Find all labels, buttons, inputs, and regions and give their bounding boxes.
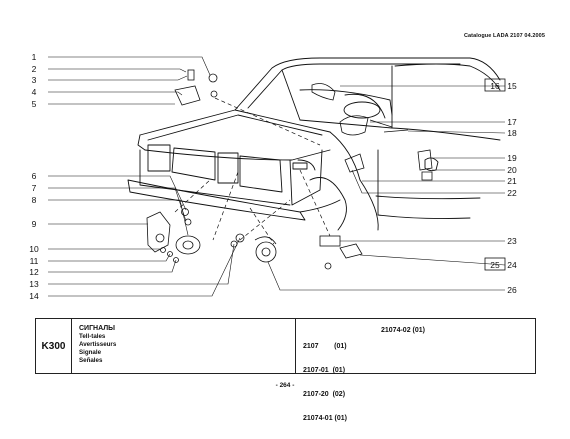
callout-14: 14 xyxy=(29,291,39,301)
parts-diagram: 1 2 3 4 5 6 7 8 9 10 11 12 13 14 15 16 1… xyxy=(29,52,517,301)
callout-7: 7 xyxy=(32,183,37,193)
callout-17: 17 xyxy=(507,117,517,127)
parts xyxy=(146,69,433,270)
callout-19: 19 xyxy=(507,153,517,163)
model-line: 21074-01 (01) xyxy=(303,415,347,422)
callout-21: 21 xyxy=(507,176,517,186)
callout-6: 6 xyxy=(32,171,37,181)
model-line: 21074-02 (01) xyxy=(381,327,425,334)
caption-table: K300 СИГНАЛЫ Tell-tales Avertisseurs Sig… xyxy=(35,318,536,422)
callout-5: 5 xyxy=(32,99,37,109)
name-en: Tell-tales xyxy=(79,333,106,340)
callout-22: 22 xyxy=(507,188,517,198)
callout-18: 18 xyxy=(507,128,517,138)
section-names: СИГНАЛЫ Tell-tales Avertisseurs Signale … xyxy=(72,319,296,373)
leader-lines xyxy=(48,56,506,297)
right-callouts: 15 16 17 18 19 20 21 22 23 24 25 26 xyxy=(484,78,517,295)
model-line: 2107-20 (02) xyxy=(303,391,346,398)
callout-16: 16 xyxy=(490,81,500,91)
callout-13: 13 xyxy=(29,279,39,289)
name-ru: СИГНАЛЫ xyxy=(79,325,116,332)
left-callouts: 1 2 3 4 5 6 7 8 9 10 11 12 13 14 xyxy=(29,52,39,301)
callout-12: 12 xyxy=(29,267,39,277)
dashed-guides xyxy=(174,97,331,245)
callout-9: 9 xyxy=(32,219,37,229)
name-fr: Avertisseurs xyxy=(79,341,117,348)
callout-3: 3 xyxy=(32,75,37,85)
callout-box-16-15 xyxy=(484,78,506,92)
callout-box-25-24 xyxy=(484,257,506,271)
car-outline xyxy=(127,57,501,231)
callout-2: 2 xyxy=(32,64,37,74)
callout-23: 23 xyxy=(507,236,517,246)
callout-20: 20 xyxy=(507,165,517,175)
callout-10: 10 xyxy=(29,244,39,254)
callout-11: 11 xyxy=(30,256,39,266)
section-code: K300 xyxy=(36,319,72,373)
model-line: 2107 (01) xyxy=(303,343,347,350)
model-line: 2107-01 (01) xyxy=(303,367,346,374)
name-es: Señales xyxy=(79,357,103,364)
applicable-models: 2107 (01) 2107-01 (01) 2107-20 (02) 2107… xyxy=(296,319,535,422)
callout-4: 4 xyxy=(32,87,37,97)
callout-8: 8 xyxy=(32,195,37,205)
callout-15: 15 xyxy=(507,81,517,91)
models-right-column: 21074-02 (01) xyxy=(381,327,425,335)
catalogue-note: Catalogue LADA 2107 04.2005 xyxy=(463,33,545,39)
page-number: - 264 - xyxy=(275,382,295,389)
callout-25: 25 xyxy=(490,260,500,270)
callout-26: 26 xyxy=(507,285,517,295)
callout-1: 1 xyxy=(32,52,37,62)
name-de: Signale xyxy=(79,349,102,356)
callout-24: 24 xyxy=(507,260,517,270)
